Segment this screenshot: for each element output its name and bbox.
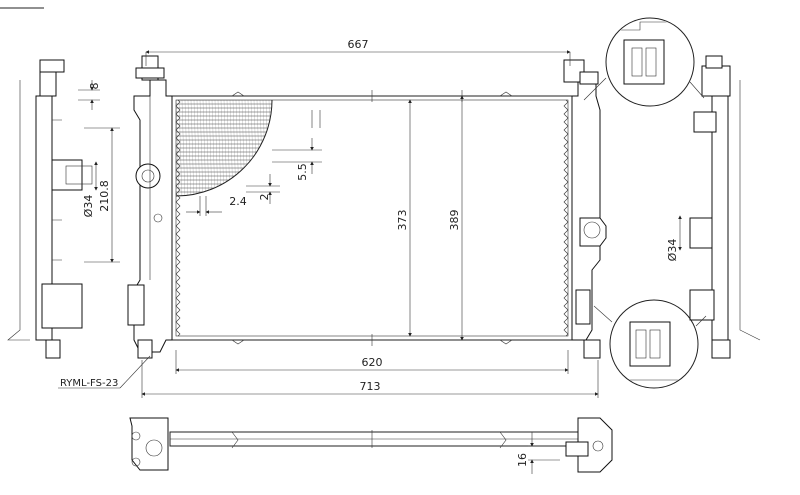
right-side-view: Ø34	[666, 55, 761, 359]
left-tank	[127, 55, 173, 359]
dim-5-5: 5.5	[296, 163, 309, 181]
dim-389: 389	[448, 210, 461, 231]
dim-667: 667	[348, 38, 369, 51]
dim-713: 713	[360, 380, 381, 393]
dim-d34-right: Ø34	[666, 239, 679, 262]
part-code-label: RYML-FS-23	[60, 378, 118, 389]
front-view	[127, 55, 607, 359]
dim-d34-left: Ø34	[82, 195, 95, 218]
right-tube-edge	[563, 99, 569, 337]
dim-210-8: 210.8	[98, 180, 111, 212]
dimensions-front: 667 373 389 620 713 2.4 2	[58, 38, 599, 398]
fin-detail-hatch	[175, 99, 273, 197]
detail-circle-top	[583, 17, 705, 107]
bottom-view: 16	[129, 417, 613, 474]
radiator-core	[171, 95, 573, 341]
dim-373: 373	[396, 210, 409, 231]
dim-16: 16	[516, 453, 529, 467]
left-tube-edge	[175, 99, 181, 337]
dim-2: 2	[258, 194, 271, 201]
dim-8: 8	[88, 83, 101, 90]
detail-circle-bottom	[593, 299, 707, 389]
left-side-view: 8 210.8 Ø34	[7, 59, 120, 359]
right-tank	[563, 59, 607, 359]
dim-620: 620	[362, 356, 383, 369]
dim-2-4: 2.4	[229, 195, 247, 208]
